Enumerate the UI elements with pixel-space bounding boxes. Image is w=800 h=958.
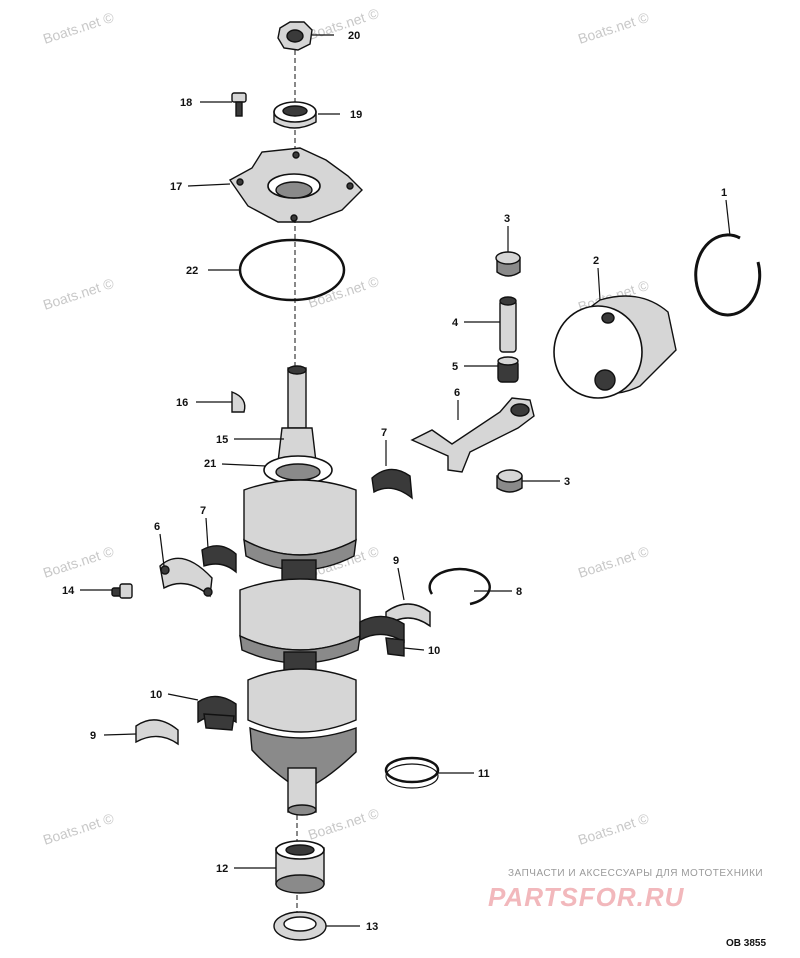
needle-bearing-left: [197, 695, 237, 731]
needle-bearing-pin: [497, 356, 519, 383]
retaining-ring-lower: [384, 756, 440, 789]
watermark-12: Boats.net ©: [576, 810, 651, 848]
part-label-20: 20: [348, 30, 360, 42]
pin-bearing-cap-top: [495, 251, 521, 277]
brand-block: ЗАПЧАСТИ И АКСЕССУАРЫ ДЛЯ МОТОТЕХНИКИ PA…: [488, 868, 763, 912]
retaining-ring: [428, 567, 491, 606]
rod-bearing-cage-left: [201, 545, 237, 574]
woodruff-key: [231, 390, 246, 413]
pin-bearing-cap-lower: [496, 469, 523, 493]
leader-lines: [80, 34, 731, 927]
part-label-6b: 6: [154, 521, 160, 533]
main-bearing-race-left: [135, 719, 179, 746]
watermark-7: Boats.net ©: [41, 543, 116, 581]
part-label-3a: 3: [504, 213, 510, 225]
oil-seal-top: [273, 101, 317, 129]
part-label-11: 11: [478, 768, 490, 780]
part-label-5: 5: [452, 361, 458, 373]
screw-top: [231, 92, 247, 117]
part-labels: 20 19 18 17 22 1 2 3 4 5 6 3 7 16 15 21 …: [62, 30, 727, 933]
part-label-17: 17: [170, 181, 182, 193]
part-label-2: 2: [593, 255, 599, 267]
rod-bearing-cage-upper: [371, 468, 413, 500]
part-label-19: 19: [350, 109, 362, 121]
oil-seal-bottom: [273, 911, 327, 941]
o-ring: [238, 238, 346, 302]
part-label-12: 12: [216, 863, 228, 875]
part-label-7b: 7: [200, 505, 206, 517]
watermark-9: Boats.net ©: [576, 543, 651, 581]
wrist-pin: [499, 296, 517, 353]
rod-cap-left: [159, 557, 213, 598]
watermark-10: Boats.net ©: [41, 810, 116, 848]
part-label-21: 21: [204, 458, 216, 470]
part-label-6a: 6: [454, 387, 460, 399]
part-label-3b: 3: [564, 476, 570, 488]
part-label-7a: 7: [381, 427, 387, 439]
nut: [277, 21, 313, 51]
part-label-9b: 9: [90, 730, 96, 742]
connecting-rod: [410, 397, 535, 473]
watermark-4: Boats.net ©: [41, 275, 116, 313]
part-label-13: 13: [366, 921, 378, 933]
part-label-10b: 10: [150, 689, 162, 701]
diagram-code: OB 3855: [726, 938, 766, 949]
part-label-4: 4: [452, 317, 459, 329]
part-label-14: 14: [62, 585, 75, 597]
needle-bearing-right: [359, 615, 405, 657]
crankshaft: [239, 365, 361, 816]
watermark-2: Boats.net ©: [306, 5, 381, 43]
roller-bearing: [275, 840, 325, 894]
part-label-16: 16: [176, 397, 188, 409]
brand-tagline: ЗАПЧАСТИ И АКСЕССУАРЫ ДЛЯ МОТОТЕХНИКИ: [508, 868, 763, 879]
brand-logo: PARTSFOR.RU: [488, 882, 685, 912]
watermark-1: Boats.net ©: [41, 9, 116, 47]
watermark-11: Boats.net ©: [306, 805, 381, 843]
cap-screw: [111, 583, 133, 599]
watermark-3: Boats.net ©: [576, 9, 651, 47]
part-label-22: 22: [186, 265, 198, 277]
piston-ring: [694, 233, 762, 317]
part-label-10a: 10: [428, 645, 440, 657]
part-label-8: 8: [516, 586, 522, 598]
watermark-5: Boats.net ©: [306, 273, 381, 311]
bearing-housing: [228, 147, 363, 223]
part-label-1: 1: [721, 187, 727, 199]
part-label-15: 15: [216, 434, 228, 446]
piston: [553, 295, 677, 399]
part-label-9a: 9: [393, 555, 399, 567]
part-label-18: 18: [180, 97, 192, 109]
